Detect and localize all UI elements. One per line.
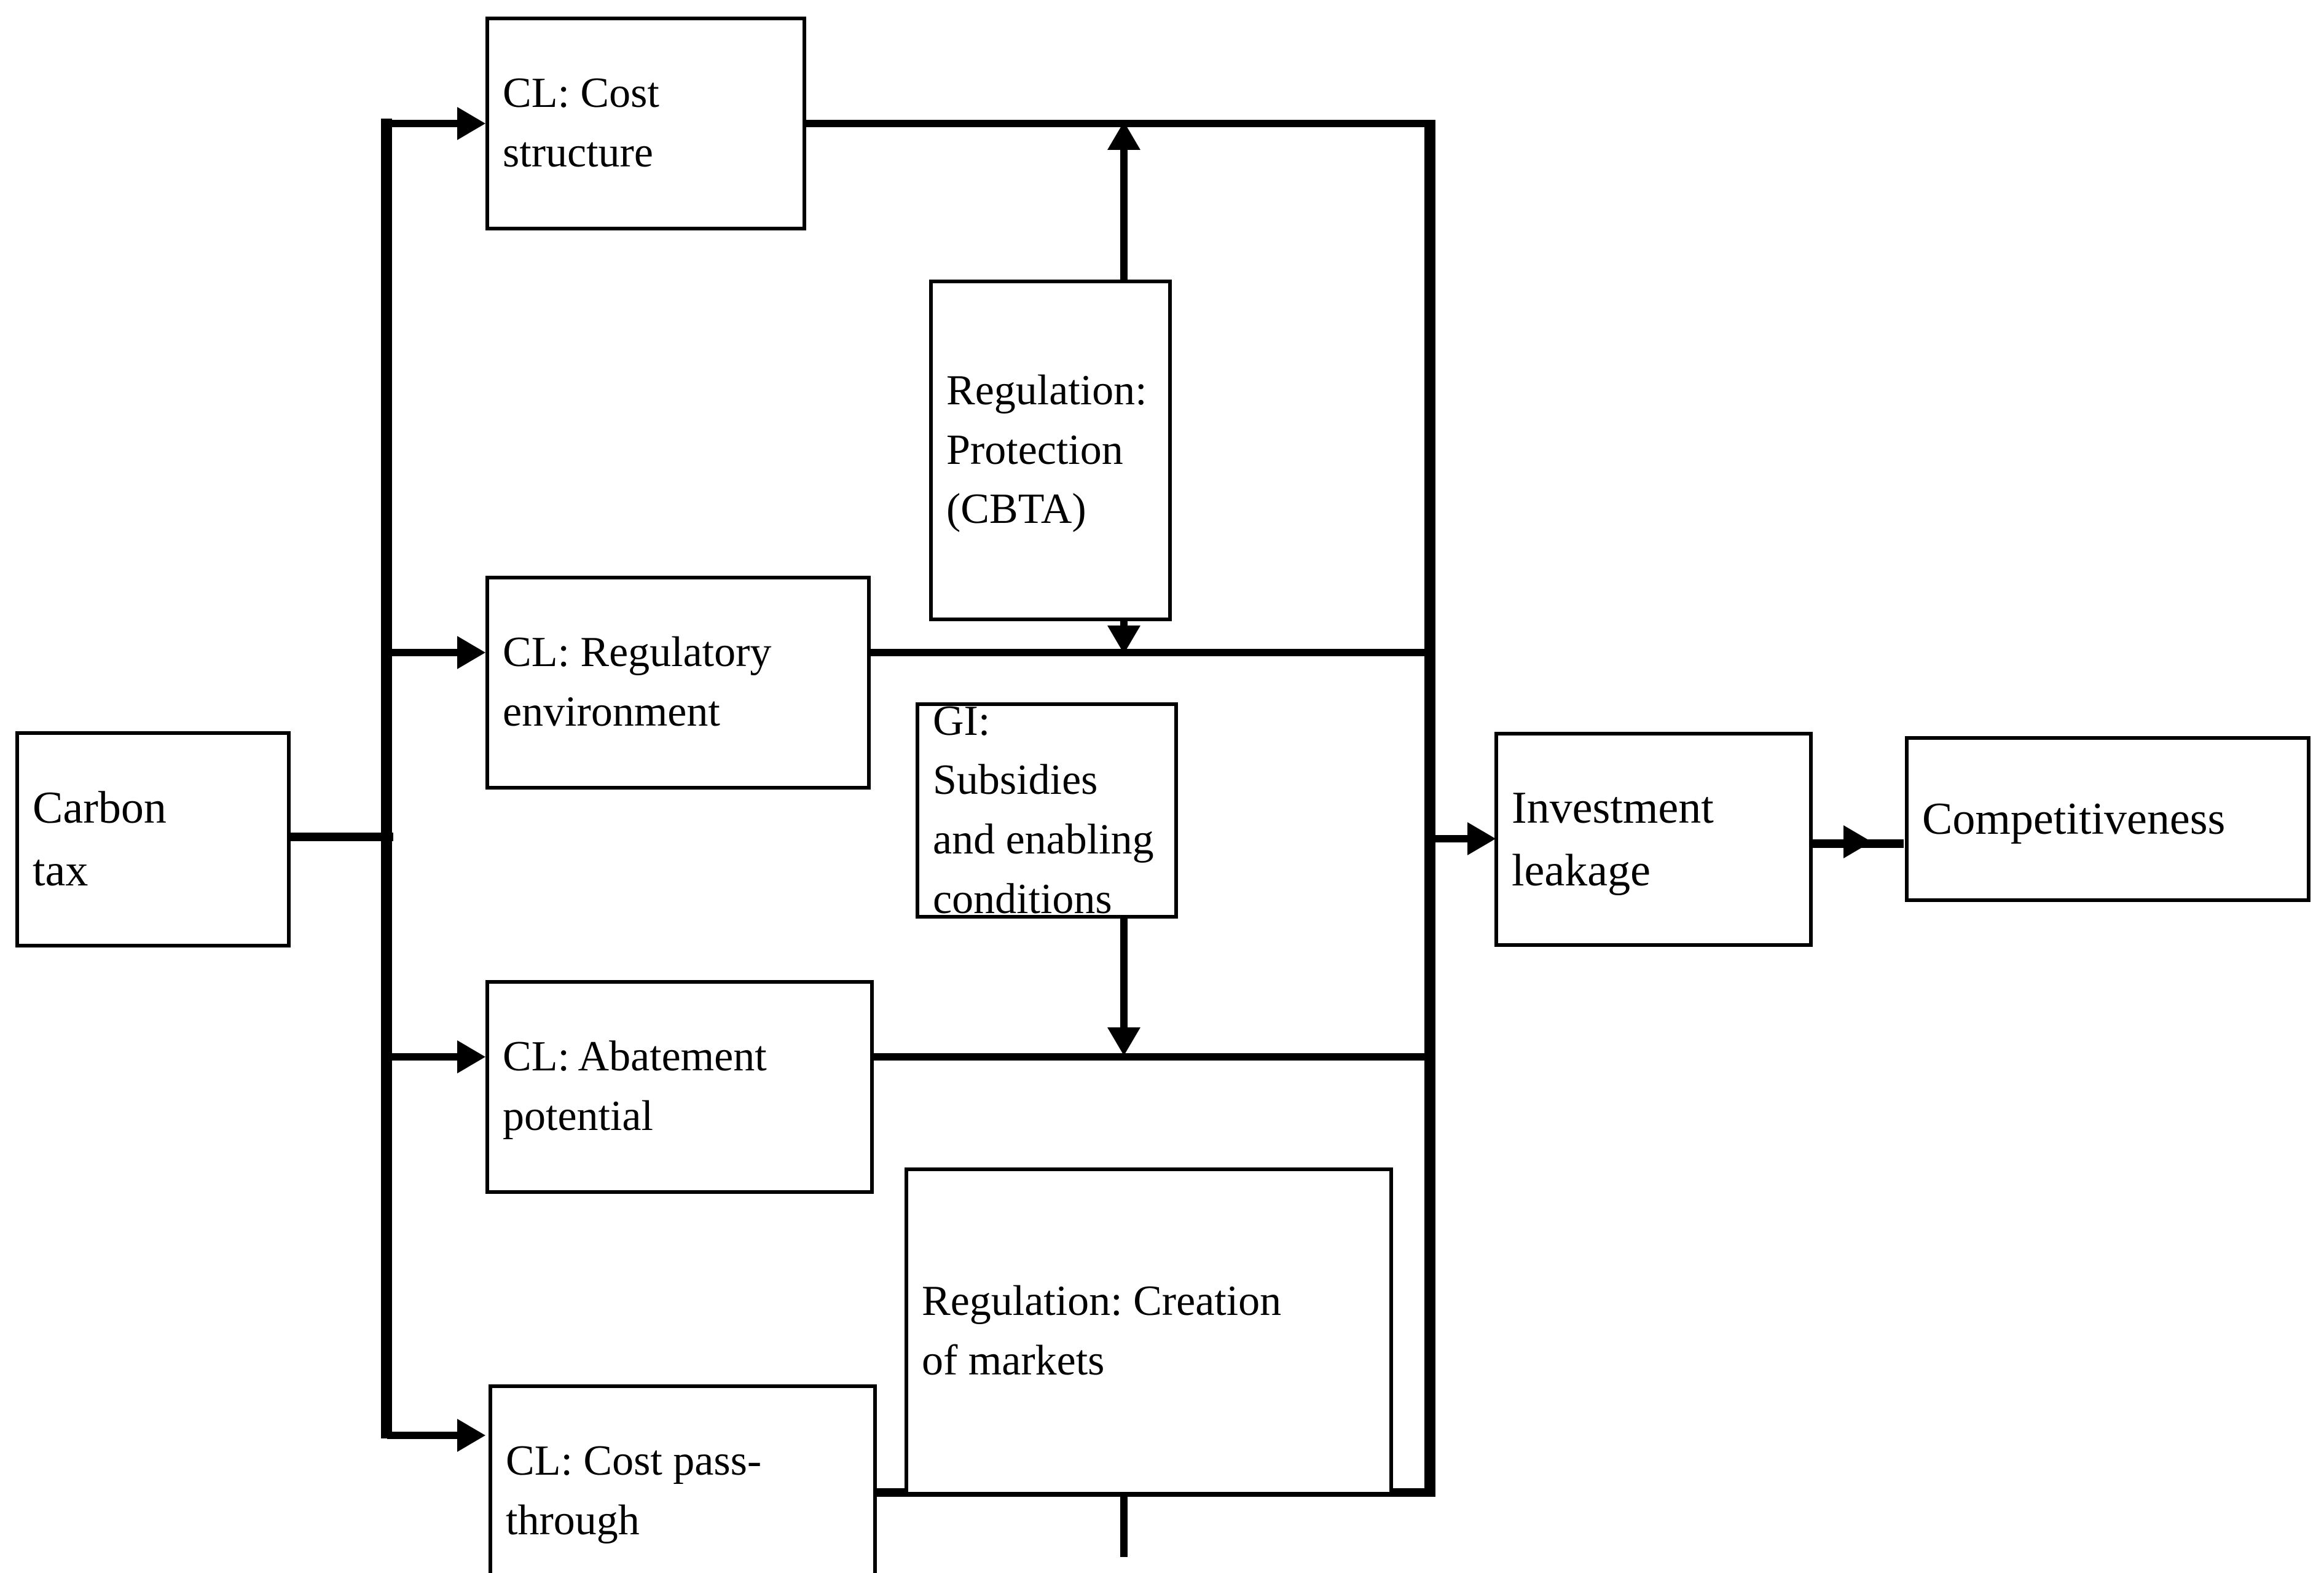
node-investment-leakage[interactable]: Investment leakage bbox=[1494, 732, 1813, 947]
node-cl-cost-structure-label: CL: Cost structure bbox=[503, 69, 659, 176]
edge-spine-to-abatement-potential bbox=[387, 1053, 461, 1061]
edge-spine-to-regulatory-environment bbox=[387, 649, 461, 656]
arrowhead-to-investment-leakage bbox=[1467, 822, 1496, 855]
arrowhead-to-abatement-potential bbox=[457, 1040, 485, 1073]
edge-creation-of-markets-connector bbox=[1120, 1496, 1128, 1557]
node-carbon-tax-label: Carbon tax bbox=[33, 782, 167, 896]
node-regulation-protection[interactable]: Regulation: Protection (CBTA) bbox=[929, 280, 1172, 621]
node-cl-abatement-potential-label: CL: Abatement potential bbox=[503, 1033, 767, 1140]
edge-abatement-potential-to-right-spine bbox=[870, 1053, 1432, 1061]
arrowhead-protection-down bbox=[1107, 626, 1140, 654]
node-cl-regulatory-environment[interactable]: CL: Regulatory environment bbox=[485, 576, 871, 790]
edge-carbontax-to-spine bbox=[289, 833, 393, 841]
node-competitiveness-label: Competitiveness bbox=[1922, 793, 2226, 844]
arrowhead-to-cost-structure bbox=[457, 107, 485, 140]
arrowhead-protection-up bbox=[1107, 122, 1140, 150]
node-regulation-creation-of-markets-label: Regulation: Creation of markets bbox=[922, 1277, 1282, 1384]
node-gi-subsidies-label: GI: Subsidies and enabling conditions bbox=[933, 697, 1154, 923]
edge-protection-up-stem bbox=[1120, 147, 1128, 283]
arrowhead-to-cost-pass-through bbox=[457, 1419, 485, 1452]
right-collection-spine bbox=[1424, 120, 1435, 1497]
node-cl-abatement-potential[interactable]: CL: Abatement potential bbox=[485, 980, 874, 1194]
node-gi-subsidies[interactable]: GI: Subsidies and enabling conditions bbox=[916, 697, 1178, 923]
edge-spine-to-cost-structure bbox=[387, 120, 461, 127]
node-cl-cost-pass-through[interactable]: CL: Cost pass- through bbox=[489, 1384, 877, 1573]
node-regulation-creation-of-markets[interactable]: Regulation: Creation of markets bbox=[905, 1167, 1393, 1496]
edge-right-spine-to-investment-leakage bbox=[1432, 835, 1472, 842]
arrowhead-to-competitiveness bbox=[1843, 825, 1872, 858]
node-regulation-protection-label: Regulation: Protection (CBTA) bbox=[946, 367, 1147, 533]
node-investment-leakage-label: Investment leakage bbox=[1512, 782, 1714, 896]
edge-subsidies-down-stem bbox=[1120, 916, 1128, 1030]
edge-spine-to-cost-pass-through bbox=[387, 1432, 461, 1439]
edge-regulatory-environment-to-right-spine bbox=[866, 649, 1432, 656]
node-cl-cost-pass-through-label: CL: Cost pass- through bbox=[506, 1437, 762, 1544]
node-carbon-tax[interactable]: Carbon tax bbox=[15, 731, 291, 947]
node-cl-regulatory-environment-label: CL: Regulatory environment bbox=[503, 629, 772, 736]
left-distribution-spine bbox=[381, 119, 392, 1438]
arrowhead-to-regulatory-environment bbox=[457, 636, 485, 669]
arrowhead-subsidies-down bbox=[1107, 1027, 1140, 1056]
node-cl-cost-structure[interactable]: CL: Cost structure bbox=[485, 17, 806, 230]
node-competitiveness[interactable]: Competitiveness bbox=[1905, 736, 2310, 902]
